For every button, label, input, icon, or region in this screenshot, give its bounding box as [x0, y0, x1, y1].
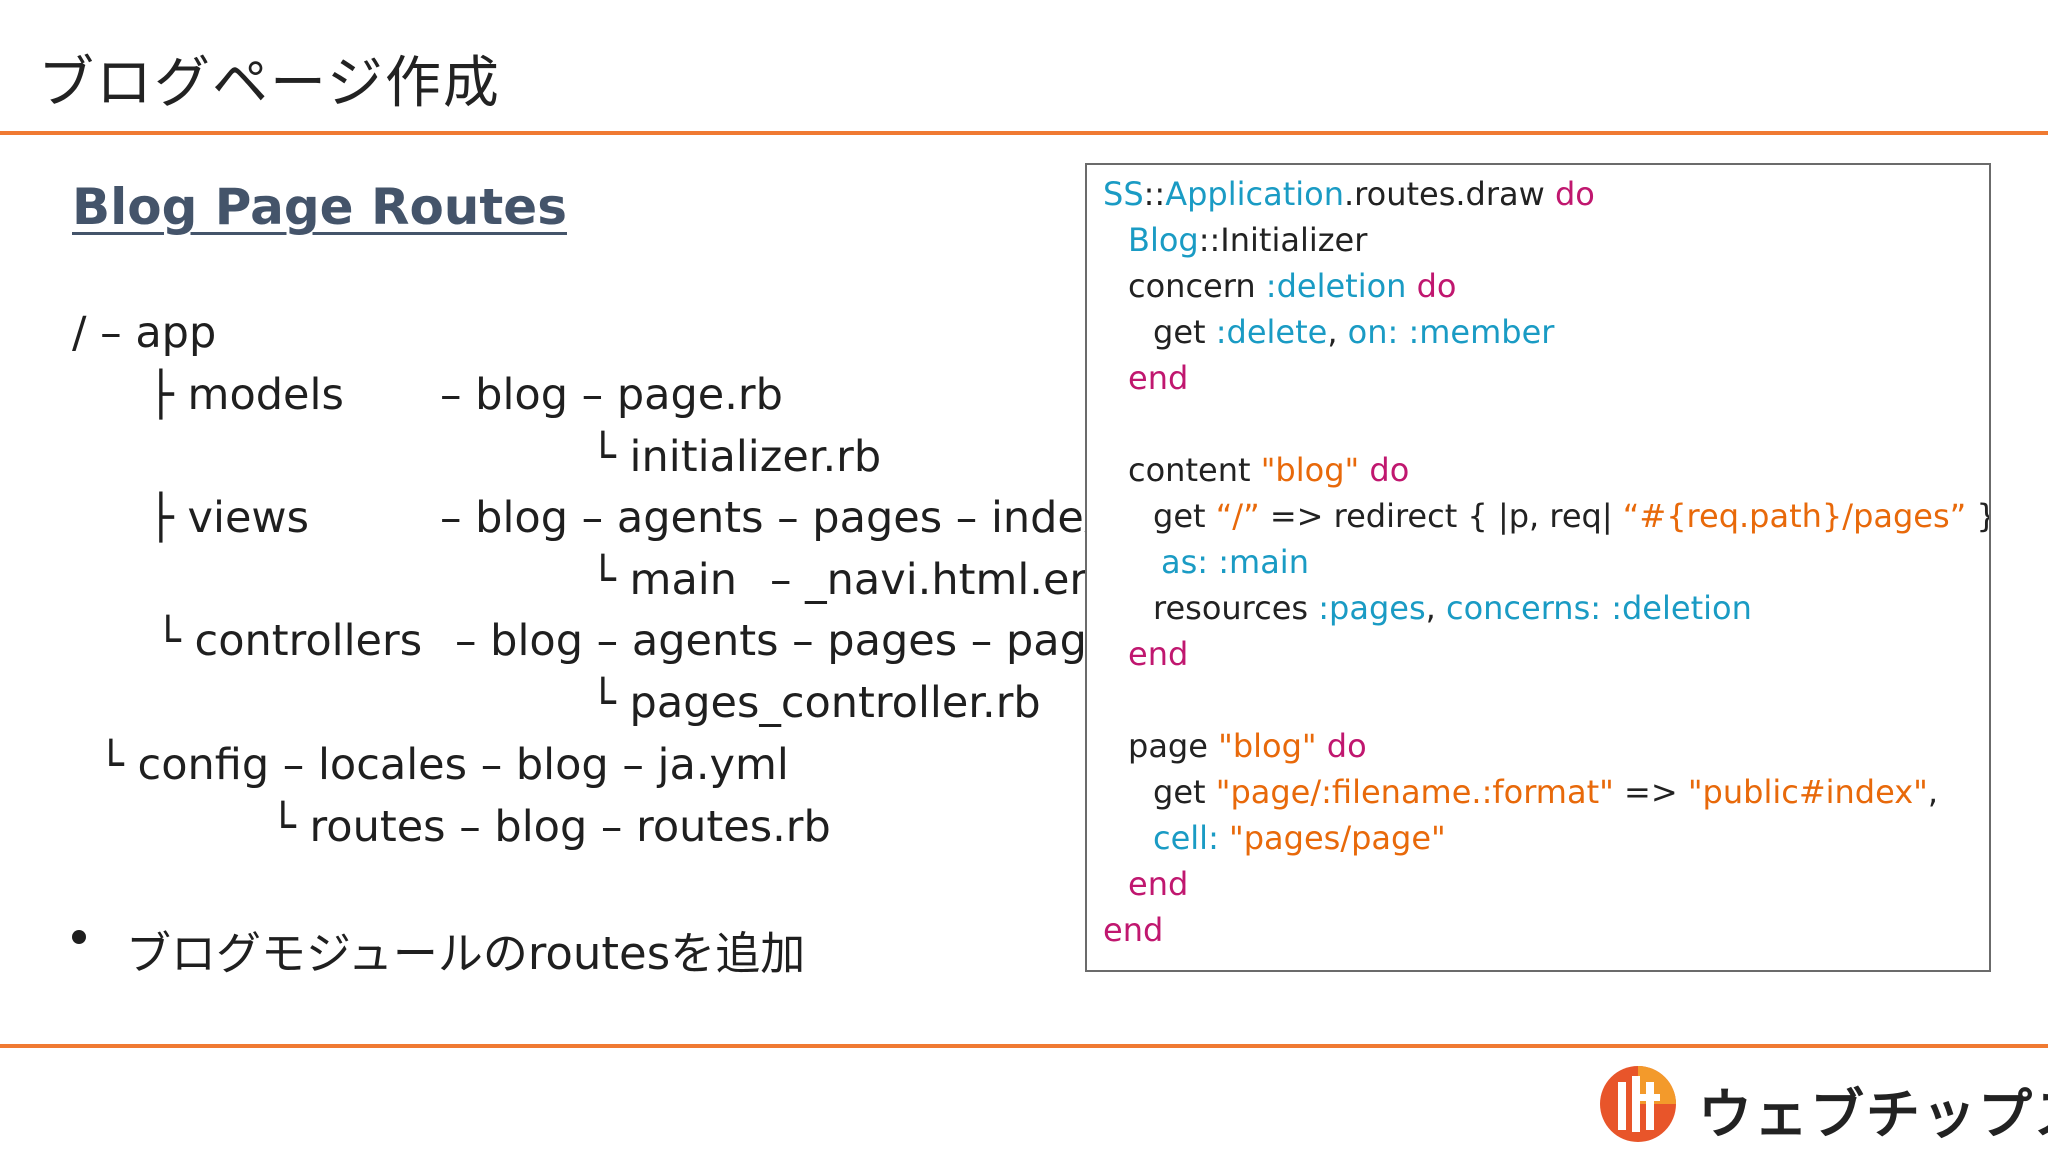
code-line: end — [1128, 359, 1189, 397]
code-line: Blog::Initializer — [1128, 221, 1368, 259]
code-line: end — [1128, 865, 1189, 903]
tree-line-app: / – app — [72, 308, 217, 358]
brand-name: ウェブチップス — [1698, 1083, 2048, 1146]
code-line: SS::Application.routes.draw do — [1103, 175, 1595, 213]
bottom-divider — [0, 1044, 2048, 1048]
tree-line-main: └ main — [590, 555, 737, 605]
tree-line-views: ├ views — [148, 493, 309, 543]
code-line: as: :main — [1161, 543, 1309, 581]
brand-logo-icon — [1600, 1066, 1676, 1142]
section-heading: Blog Page Routes — [72, 178, 567, 236]
tree-line-models-path: – blog – page.rb — [440, 370, 783, 420]
tree-line-views-path: – blog – agents – pages – index — [440, 493, 1085, 543]
code-line: get "page/:filename.:format" => "public#… — [1153, 773, 1939, 811]
code-line: concern :deletion do — [1128, 267, 1457, 305]
tree-line-navi: – _navi.html.er — [770, 555, 1085, 605]
tree-line-routes: └ routes – blog – routes.rb — [270, 802, 831, 852]
code-line: end — [1103, 911, 1164, 949]
tree-line-models: ├ models — [148, 370, 344, 420]
tree-line-initializer: └ initializer.rb — [590, 432, 882, 482]
bullet-text: ブログモジュールのroutesを追加 — [126, 927, 806, 980]
code-line: resources :pages, concerns: :deletion — [1153, 589, 1752, 627]
code-panel: SS::Application.routes.draw do Blog::Ini… — [1085, 163, 1991, 972]
bullet-dot — [72, 930, 86, 944]
top-divider — [0, 131, 2048, 135]
routes-file-highlight: routes.rb — [636, 802, 831, 852]
tree-line-controllers: └ controllers — [155, 616, 423, 666]
slide-title: ブログページ作成 — [38, 51, 501, 116]
tree-line-controllers-path: – blog – agents – pages – page — [455, 616, 1085, 666]
code-line: get :delete, on: :member — [1153, 313, 1555, 351]
code-line: page "blog" do — [1128, 727, 1367, 765]
code-line: content "blog" do — [1128, 451, 1410, 489]
directory-tree: / – app ├ models – blog – page.rb └ init… — [0, 0, 1085, 1000]
tree-line-pages-controller: └ pages_controller.rb — [590, 678, 1041, 728]
code-line: get “/” => redirect { |p, req| “#{req.pa… — [1153, 497, 1989, 535]
code-line: end — [1128, 635, 1189, 673]
code-line: cell: "pages/page" — [1153, 819, 1446, 857]
tree-line-config: └ config – locales – blog – ja.yml — [98, 740, 789, 790]
